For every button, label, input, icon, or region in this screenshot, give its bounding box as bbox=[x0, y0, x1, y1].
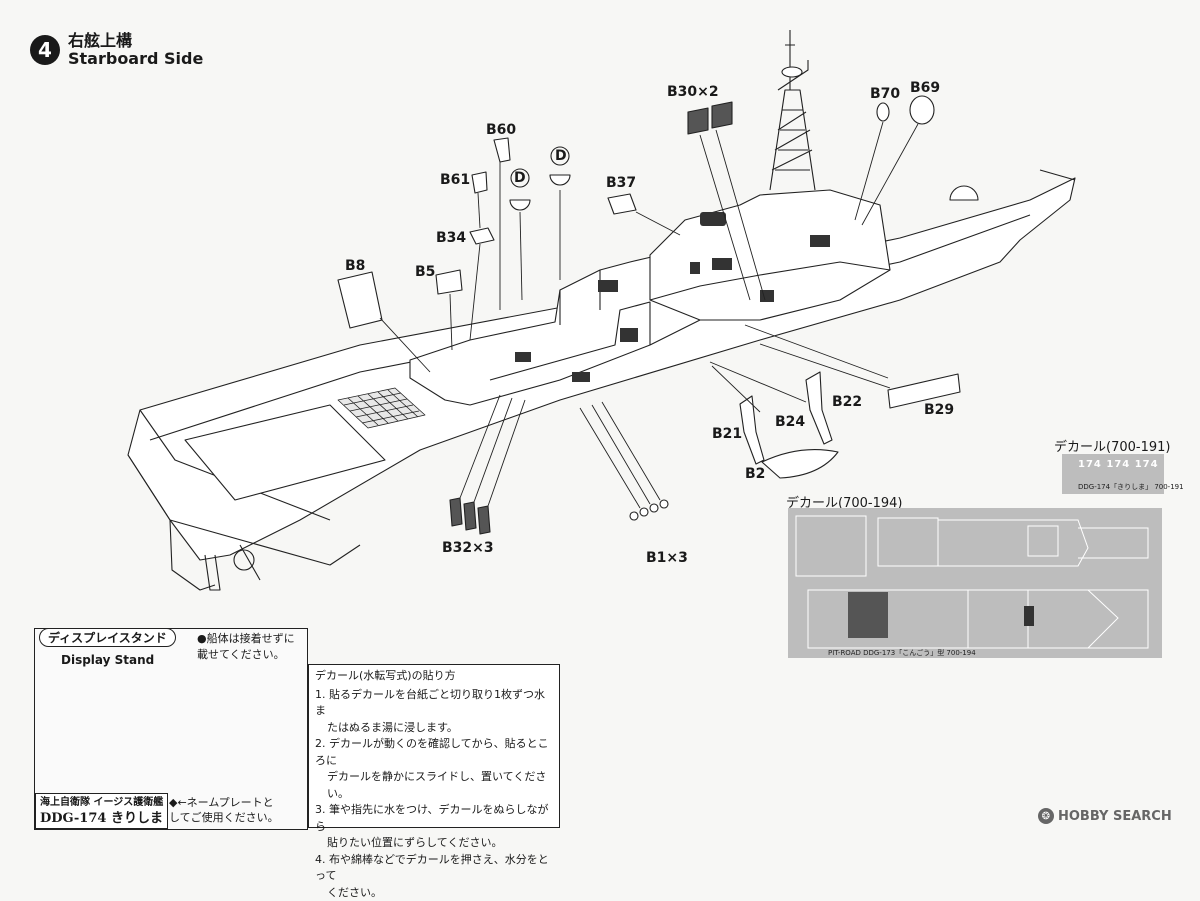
decal-191-caption: DDG-174「きりしま」 700-191 bbox=[1078, 482, 1184, 492]
decal-191-numbers: 174 174 174 bbox=[1078, 459, 1159, 470]
step-number: 4 bbox=[30, 35, 60, 65]
label-d-1: D bbox=[514, 170, 526, 186]
label-d-2: D bbox=[555, 148, 567, 164]
mast-lattice bbox=[770, 90, 815, 190]
decal-194-art bbox=[788, 508, 1162, 658]
label-b60: B60 bbox=[486, 122, 516, 138]
name-plate-note-1: ◆←ネームプレートと bbox=[169, 795, 279, 810]
step-title: 右舷上構 Starboard Side bbox=[68, 32, 203, 68]
instruction-line: デカールを静かにスライドし、置いてください。 bbox=[315, 769, 553, 802]
part-b22 bbox=[806, 372, 832, 444]
part-b5 bbox=[436, 270, 462, 294]
label-b21: B21 bbox=[712, 426, 742, 442]
label-b34: B34 bbox=[436, 230, 466, 246]
part-b37 bbox=[608, 194, 636, 214]
display-stand-box: ディスプレイスタンド Display Stand ●船体は接着せずに載せてくださ… bbox=[34, 628, 308, 830]
display-stand-title-en: Display Stand bbox=[61, 653, 154, 667]
label-b30: B30×2 bbox=[667, 84, 719, 100]
name-plate-line2: DDG-174 きりしま bbox=[40, 811, 163, 827]
label-b22: B22 bbox=[832, 394, 862, 410]
part-b2 bbox=[762, 450, 838, 478]
step-title-jp: 右舷上構 bbox=[68, 32, 203, 50]
part-b34 bbox=[470, 228, 494, 244]
part-b8 bbox=[338, 272, 382, 328]
instruction-line: 貼りたい位置にずらしてください。 bbox=[315, 835, 553, 852]
label-b5: B5 bbox=[415, 264, 435, 280]
part-b61 bbox=[472, 172, 487, 193]
name-plate: 海上自衛隊 イージス護衛艦 DDG-174 きりしま bbox=[35, 793, 168, 829]
instructions-title: デカール(水転写式)の貼り方 bbox=[315, 668, 553, 685]
decal-194-sheet: PIT-ROAD DDG-173「こんごう」型 700-194 bbox=[788, 508, 1162, 658]
label-b61: B61 bbox=[440, 172, 470, 188]
instruction-line: 2. デカールが動くのを確認してから、貼るところに bbox=[315, 736, 553, 769]
ship-hull bbox=[128, 178, 1075, 560]
part-b60 bbox=[494, 138, 510, 162]
name-plate-note: ◆←ネームプレートと してご使用ください。 bbox=[169, 795, 279, 825]
label-b37: B37 bbox=[606, 175, 636, 191]
label-b2: B2 bbox=[745, 466, 765, 482]
name-plate-note-2: してご使用ください。 bbox=[169, 810, 279, 825]
decal-191-label: デカール(700-191) bbox=[1054, 436, 1170, 455]
part-b21 bbox=[740, 396, 764, 464]
label-b24: B24 bbox=[775, 414, 805, 430]
decal-191-sheet: 174 174 174 DDG-174「きりしま」 700-191 bbox=[1062, 454, 1164, 494]
label-b32: B32×3 bbox=[442, 540, 494, 556]
name-plate-line1: 海上自衛隊 イージス護衛艦 bbox=[40, 795, 163, 811]
decal-194-caption: PIT-ROAD DDG-173「こんごう」型 700-194 bbox=[828, 648, 976, 658]
instruction-line: たはぬるま湯に浸します。 bbox=[315, 720, 553, 737]
step-header: 4 右舷上構 Starboard Side bbox=[30, 32, 203, 68]
part-d-dish-2 bbox=[550, 175, 570, 185]
part-b32 bbox=[450, 498, 490, 534]
watermark-text: HOBBY SEARCH bbox=[1058, 809, 1172, 824]
part-d-dish-1 bbox=[510, 200, 530, 210]
part-b30 bbox=[688, 102, 732, 134]
instruction-line: 3. 筆や指先に水をつけ、デカールをぬらしながら bbox=[315, 802, 553, 835]
part-b70 bbox=[877, 103, 889, 121]
label-b29: B29 bbox=[924, 402, 954, 418]
instruction-line: ください。 bbox=[315, 885, 553, 901]
step-title-en: Starboard Side bbox=[68, 50, 203, 68]
hobby-search-logo-icon: ❂ bbox=[1038, 808, 1054, 824]
label-b8: B8 bbox=[345, 258, 365, 274]
watermark: ❂ HOBBY SEARCH bbox=[1038, 808, 1172, 824]
part-b69 bbox=[910, 96, 934, 124]
label-b69: B69 bbox=[910, 80, 940, 96]
display-stand-note: ●船体は接着せずに載せてください。 bbox=[197, 631, 305, 663]
instruction-line: 4. 布や綿棒などでデカールを押さえ、水分をとって bbox=[315, 852, 553, 885]
display-stand-title: ディスプレイスタンド bbox=[39, 628, 176, 647]
instruction-line: 1. 貼るデカールを台紙ごと切り取り1枚ずつ水ま bbox=[315, 687, 553, 720]
label-b1: B1×3 bbox=[646, 550, 688, 566]
label-b70: B70 bbox=[870, 86, 900, 102]
decal-instructions: デカール(水転写式)の貼り方 1. 貼るデカールを台紙ごと切り取り1枚ずつ水ま … bbox=[308, 664, 560, 828]
